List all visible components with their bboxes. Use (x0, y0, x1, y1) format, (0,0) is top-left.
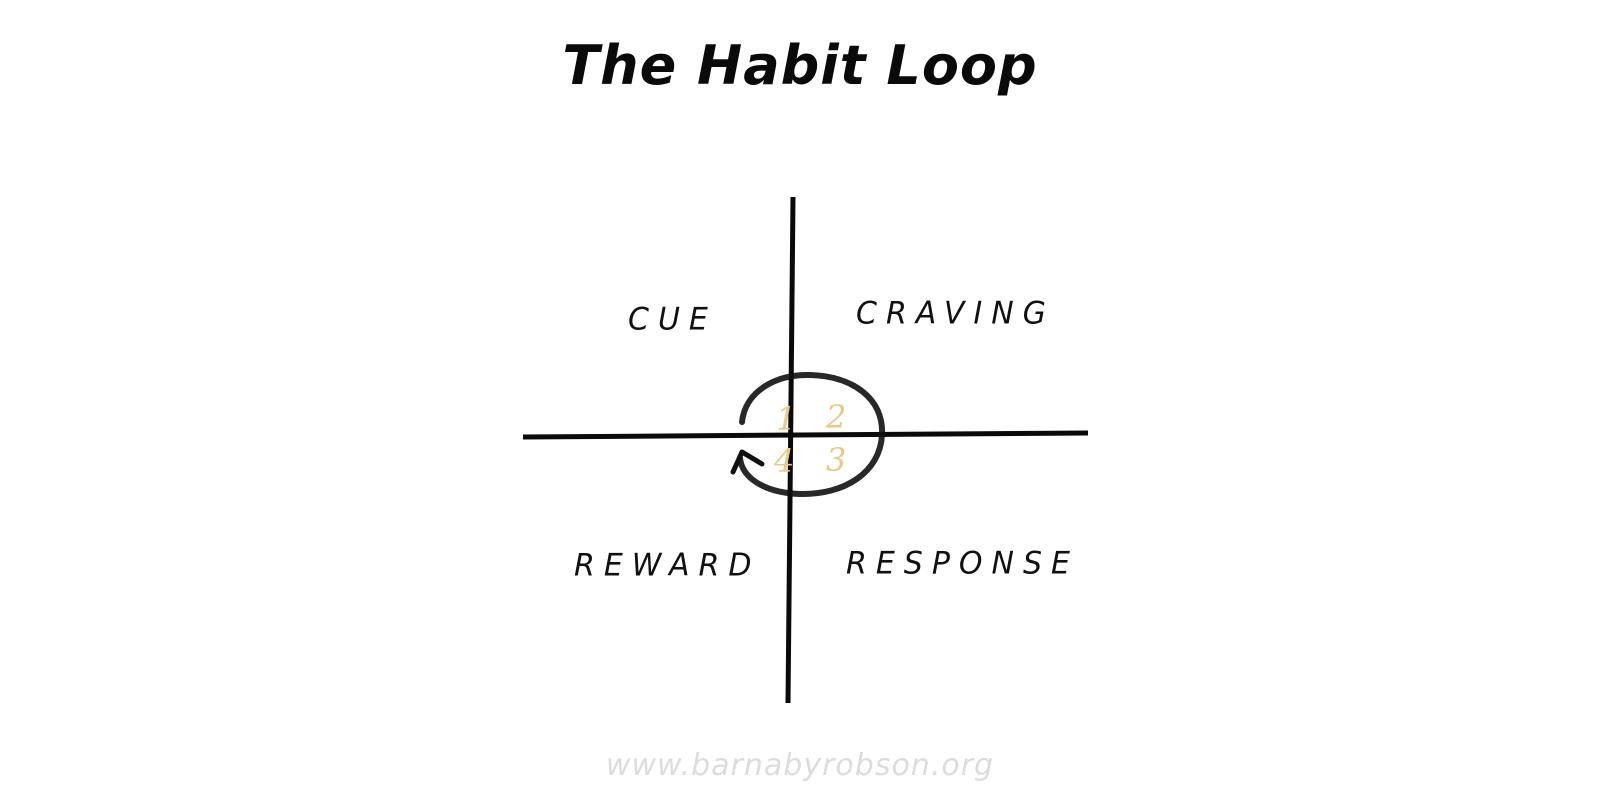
diagram-title: The Habit Loop (562, 34, 1038, 97)
loop-arrow-icon (737, 371, 886, 498)
quadrant-label-craving: CRAVING (856, 295, 1055, 332)
arrowhead-icon (730, 449, 765, 475)
quadrant-label-response: RESPONSE (846, 545, 1079, 582)
vertical-axis (785, 196, 796, 704)
step-number-3: 3 (826, 441, 847, 479)
step-number-4: 4 (774, 442, 795, 480)
step-number-2: 2 (826, 398, 847, 436)
quadrant-label-reward: REWARD (574, 547, 761, 584)
step-number-1: 1 (776, 400, 797, 438)
website-footer: www.barnabyrobson.org (605, 748, 995, 783)
quadrant-label-cue: CUE (628, 301, 717, 338)
horizontal-axis (522, 430, 1089, 440)
